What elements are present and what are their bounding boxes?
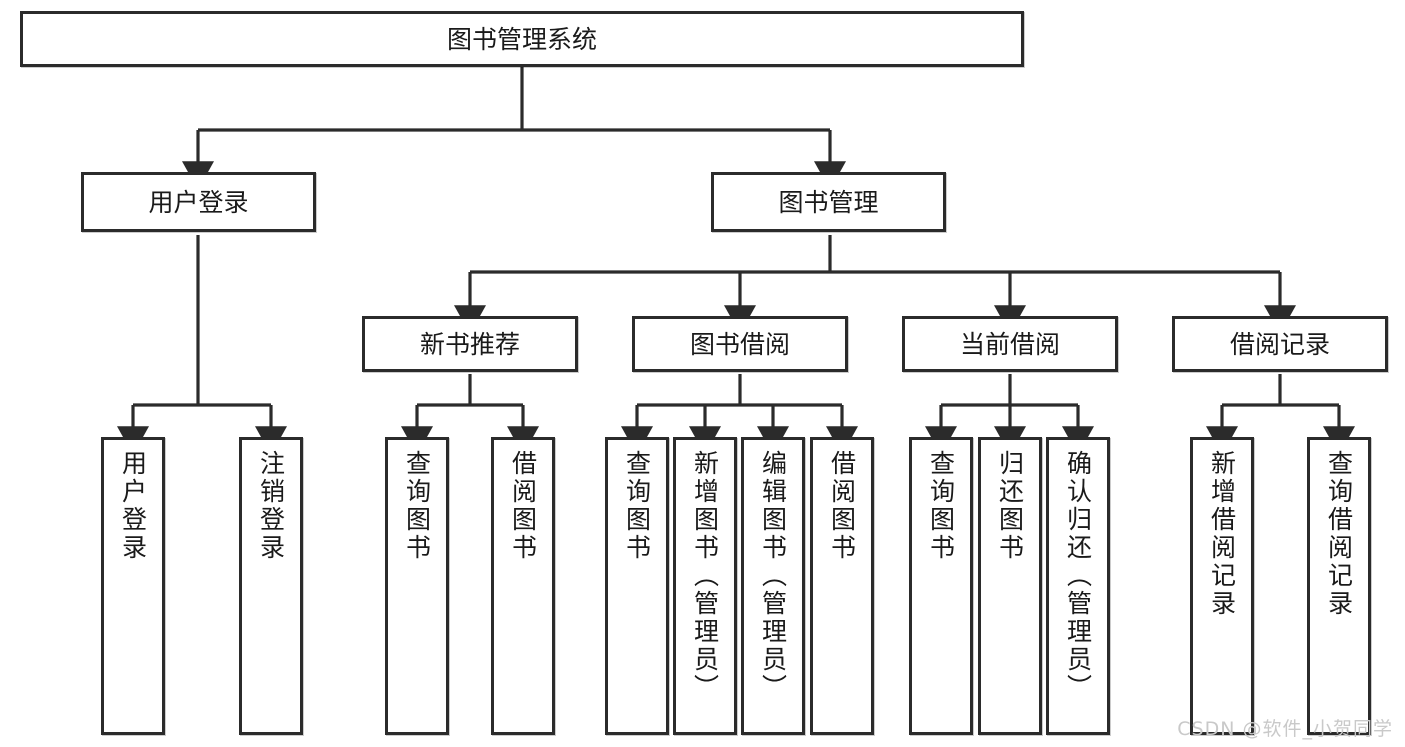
node-leaf-current-query-book-label: 查询图书 — [926, 450, 956, 562]
node-leaf-current-query-book[interactable]: 查询图书 — [909, 437, 973, 735]
node-leaf-borrow-query-book[interactable]: 查询图书 — [605, 437, 669, 735]
node-borrow-record-label: 借阅记录 — [1229, 329, 1330, 359]
node-leaf-borrow-edit-book[interactable]: 编辑图书（管理员） — [741, 437, 805, 735]
node-user-login[interactable]: 用户登录 — [81, 172, 316, 232]
node-book-management-label: 图书管理 — [778, 187, 879, 217]
node-leaf-borrow-query-book-label: 查询图书 — [622, 450, 652, 562]
node-book-borrow[interactable]: 图书借阅 — [632, 316, 848, 372]
node-book-borrow-label: 图书借阅 — [689, 329, 790, 359]
node-new-book-recommend[interactable]: 新书推荐 — [362, 316, 578, 372]
node-leaf-user-login[interactable]: 用户登录 — [101, 437, 165, 735]
node-leaf-newbook-borrow-book-label: 借阅图书 — [508, 450, 538, 562]
node-leaf-borrow-borrow-book[interactable]: 借阅图书 — [810, 437, 874, 735]
node-leaf-current-confirm-return-label: 确认归还（管理员） — [1063, 450, 1093, 702]
node-leaf-borrow-borrow-book-label: 借阅图书 — [827, 450, 857, 562]
node-user-login-label: 用户登录 — [148, 187, 249, 217]
node-leaf-borrow-add-book-label: 新增图书（管理员） — [690, 450, 720, 702]
node-leaf-logout-label: 注销登录 — [256, 450, 286, 562]
node-book-management[interactable]: 图书管理 — [711, 172, 946, 232]
node-root-system-label: 图书管理系统 — [446, 24, 597, 54]
node-current-borrow[interactable]: 当前借阅 — [902, 316, 1118, 372]
node-leaf-record-add[interactable]: 新增借阅记录 — [1190, 437, 1254, 735]
node-leaf-record-query-label: 查询借阅记录 — [1324, 450, 1354, 618]
csdn-watermark: CSDN @软件_小贺同学 — [1177, 718, 1393, 740]
node-leaf-current-return-book-label: 归还图书 — [995, 450, 1025, 562]
node-leaf-borrow-edit-book-label: 编辑图书（管理员） — [758, 450, 788, 702]
node-borrow-record[interactable]: 借阅记录 — [1172, 316, 1388, 372]
node-leaf-current-confirm-return[interactable]: 确认归还（管理员） — [1046, 437, 1110, 735]
node-leaf-newbook-query-book-label: 查询图书 — [402, 450, 432, 562]
node-leaf-user-login-label: 用户登录 — [118, 450, 148, 562]
node-leaf-newbook-query-book[interactable]: 查询图书 — [385, 437, 449, 735]
node-root-system[interactable]: 图书管理系统 — [20, 11, 1024, 67]
node-leaf-borrow-add-book[interactable]: 新增图书（管理员） — [673, 437, 737, 735]
node-leaf-record-query[interactable]: 查询借阅记录 — [1307, 437, 1371, 735]
node-leaf-current-return-book[interactable]: 归还图书 — [978, 437, 1042, 735]
node-leaf-newbook-borrow-book[interactable]: 借阅图书 — [491, 437, 555, 735]
node-leaf-record-add-label: 新增借阅记录 — [1207, 450, 1237, 618]
node-leaf-logout[interactable]: 注销登录 — [239, 437, 303, 735]
node-current-borrow-label: 当前借阅 — [959, 329, 1060, 359]
node-new-book-recommend-label: 新书推荐 — [419, 329, 520, 359]
